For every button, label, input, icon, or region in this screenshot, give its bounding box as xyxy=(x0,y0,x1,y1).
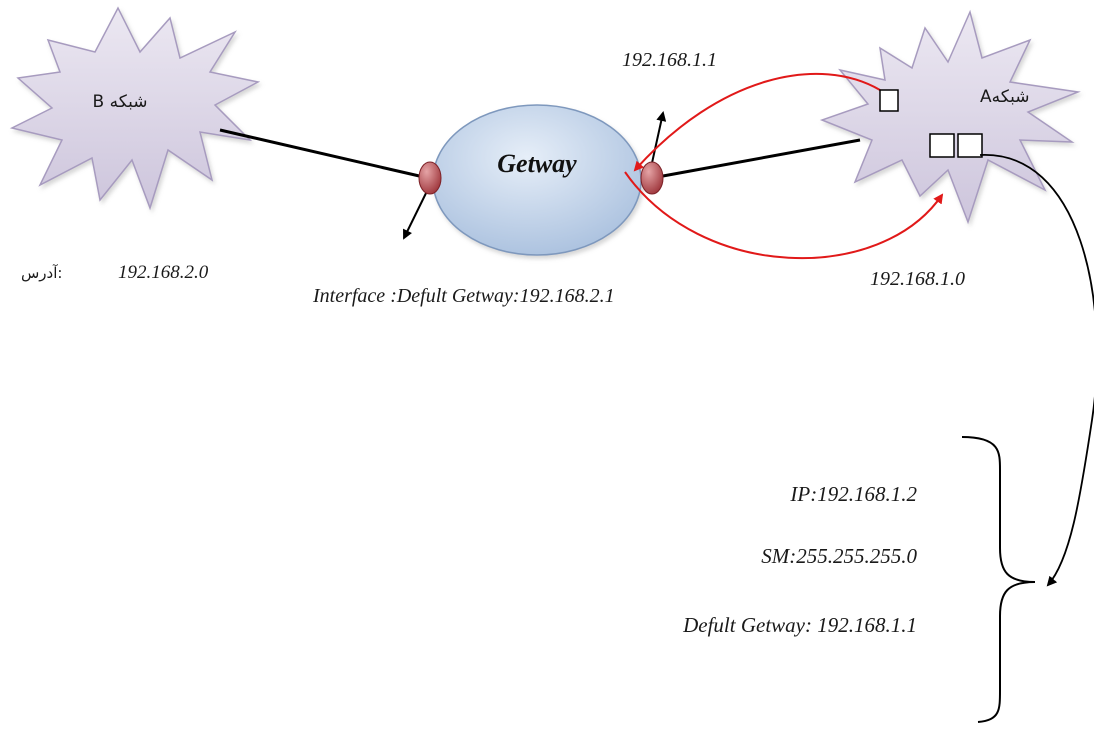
host-box-2 xyxy=(929,133,955,158)
host-gateway-text: Defult Getway: 192.168.1.1 xyxy=(682,613,917,637)
port-b-interface xyxy=(418,161,442,195)
host-ip-text: IP:192.168.1.2 xyxy=(789,482,917,506)
host-box-1 xyxy=(879,89,899,112)
network-b-label: شبکه B xyxy=(93,92,148,112)
host-subnet-text: SM:255.255.255.0 xyxy=(761,544,917,568)
gateway-ellipse xyxy=(432,104,642,256)
network-a-cloud xyxy=(819,9,1081,225)
link-gateway-to-a xyxy=(651,138,861,180)
host-config-arrow xyxy=(979,154,1094,587)
network-a-label: شبکهA xyxy=(980,87,1030,107)
gateway-label: Getway xyxy=(497,149,577,178)
config-brace xyxy=(961,436,1036,723)
gateway-a-ip-label: 192.168.1.1 xyxy=(622,49,717,71)
port-a-interface xyxy=(640,161,664,195)
route-a-to-gateway-arrow xyxy=(633,72,881,172)
link-b-to-gateway xyxy=(219,128,429,180)
route-gateway-to-a-arrow xyxy=(624,171,944,260)
network-b-address: 192.168.2.0 :آدرس xyxy=(21,262,209,283)
host-box-3 xyxy=(957,133,983,158)
network-a-address-label: 192.168.1.0 xyxy=(870,268,965,290)
interface-gateway-label: Interface :Defult Getway:192.168.2.1 xyxy=(312,285,615,307)
network-b-address-suffix: :آدرس xyxy=(21,264,62,282)
network-b-address-value: 192.168.2.0 xyxy=(118,262,209,283)
interface-b-arrow xyxy=(403,184,431,240)
network-b-cloud xyxy=(9,6,261,211)
